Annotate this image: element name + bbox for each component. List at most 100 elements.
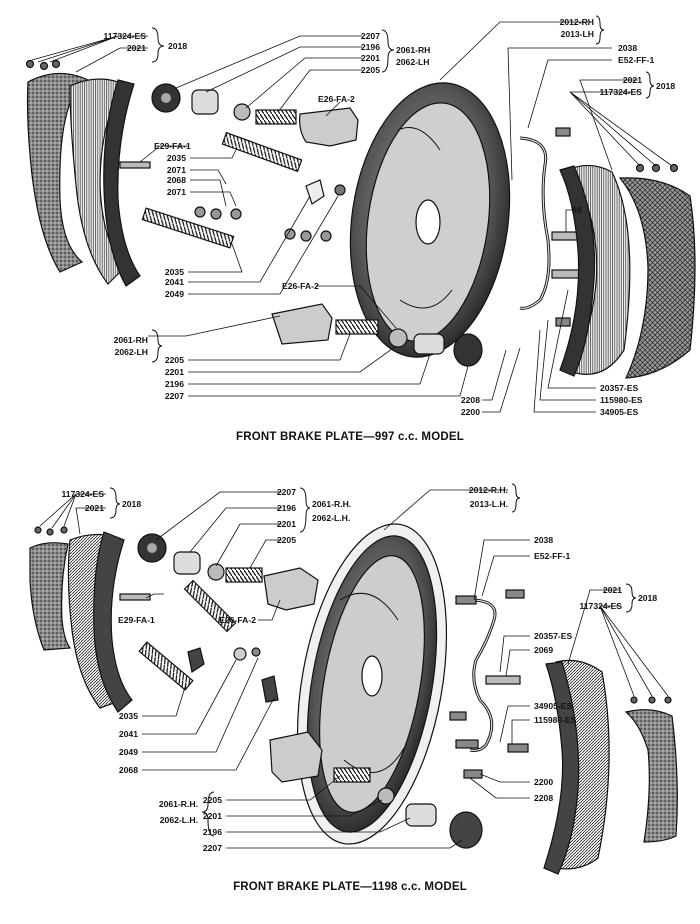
label-117324-es-2: 117324-ES — [61, 489, 104, 499]
adjuster-2041 — [305, 179, 325, 205]
wheel-cylinder-2061-2 — [263, 567, 319, 611]
shoe-web-right — [559, 165, 596, 377]
label-2207-2: 2207 — [277, 487, 296, 497]
label-2049: 2049 — [165, 289, 184, 299]
pin-e29 — [119, 161, 151, 169]
washer-lower — [388, 328, 408, 348]
spring-2205-lower — [335, 319, 379, 335]
label-115980-es-2: 115980-ES — [534, 715, 577, 725]
label-2071-top: 2071 — [167, 165, 186, 175]
leader-lines-1 — [31, 15, 673, 413]
label-2200-2: 2200 — [534, 777, 553, 787]
label-2049-2: 2049 — [119, 747, 138, 757]
label-2207: 2207 — [361, 31, 380, 41]
piston-2196-2 — [173, 551, 201, 575]
spring-2035-2b — [138, 641, 194, 691]
label-2068: 2068 — [167, 175, 186, 185]
pin-e29-2 — [119, 593, 151, 601]
label-2196-2: 2196 — [277, 503, 296, 513]
label-2205-lower: 2205 — [165, 355, 184, 365]
label-34905-es: 34905-ES — [600, 407, 638, 417]
bolts-right-2 — [449, 589, 529, 779]
brake-lining-right — [618, 177, 696, 379]
label-e26-fa-2: E26-FA-2 — [318, 94, 355, 104]
label-2021-right-2: 2021 — [603, 585, 622, 595]
label-2205: 2205 — [361, 65, 380, 75]
label-2041-2: 2041 — [119, 729, 138, 739]
label-2061-rh-2: 2061-R.H. — [312, 499, 351, 509]
label-2196: 2196 — [361, 42, 380, 52]
label-117324-es-right: 117324-ES — [599, 87, 642, 97]
brake-lining-right-2 — [624, 709, 678, 843]
label-2069-2: 2069 — [534, 645, 553, 655]
rivets-117324-2 — [34, 526, 68, 536]
spring-2205-2 — [225, 567, 263, 583]
label-2021: 2021 — [127, 43, 146, 53]
label-117324-es-right-2: 117324-ES — [579, 601, 622, 611]
label-2201-lower-2: 2201 — [203, 811, 222, 821]
label-2038-2: 2038 — [534, 535, 553, 545]
label-20357-es: 20357-ES — [600, 383, 638, 393]
label-2041: 2041 — [165, 277, 184, 287]
labels-2: 117324-ES 2021 2018 2207 2196 2201 2205 … — [61, 485, 657, 853]
label-e52-ff-1-2: E52-FF-1 — [534, 551, 571, 561]
spring-2035-top — [221, 131, 303, 173]
label-34905-es-2: 34905-ES — [534, 701, 572, 711]
label-2062-lh: 2062-LH — [396, 57, 429, 67]
label-2018-right-2: 2018 — [638, 593, 657, 603]
label-20357-es-2: 20357-ES — [534, 631, 572, 641]
label-2205-2: 2205 — [277, 535, 296, 545]
seal-lower — [453, 333, 483, 367]
leader-lines-2 — [39, 483, 669, 849]
label-2196-lower: 2196 — [165, 379, 184, 389]
caption-1198cc: FRONT BRAKE PLATE—1198 c.c. MODEL — [233, 881, 467, 893]
piston-2196 — [191, 89, 219, 115]
wheel-cylinder-lower-2 — [269, 731, 323, 783]
label-2068-2: 2068 — [119, 765, 138, 775]
brake-shoe-right — [567, 164, 631, 375]
clip-2049 — [334, 184, 346, 196]
label-2201-lower: 2201 — [165, 367, 184, 377]
label-2018: 2018 — [168, 41, 187, 51]
spring-2035-2a — [183, 579, 237, 633]
label-2013-lh: 2013-LH — [561, 29, 594, 39]
label-2035-top: 2035 — [167, 153, 186, 163]
label-2021-2: 2021 — [85, 503, 104, 513]
label-e26-fa-2-lower: E26-FA-2 — [282, 281, 319, 291]
clip-2068-2 — [187, 647, 205, 673]
rivets-right — [635, 163, 679, 173]
label-2018-right: 2018 — [656, 81, 675, 91]
diagram-997cc: 117324-ES 2021 2018 2207 2196 2201 2205 … — [25, 15, 696, 443]
bolts-right — [551, 127, 583, 327]
label-2200: 2200 — [461, 407, 480, 417]
label-2061-rh-lower: 2061-RH — [114, 335, 148, 345]
shoe-web-right-2 — [543, 661, 580, 875]
label-2012-rh-2: 2012-R.H. — [469, 485, 508, 495]
label-e26-fa-2-2: E26-FA-2 — [219, 615, 256, 625]
label-e29-fa-1-2: E29-FA-1 — [118, 615, 155, 625]
label-2021-right: 2021 — [623, 75, 642, 85]
label-2013-lh-2: 2013-L.H. — [470, 499, 508, 509]
label-2196-lower-2: 2196 — [203, 827, 222, 837]
label-2201-2: 2201 — [277, 519, 296, 529]
label-2035-bottom: 2035 — [165, 267, 184, 277]
washer-lower-2 — [377, 787, 395, 805]
label-117324-es: 117324-ES — [103, 31, 146, 41]
label-2071-bottom: 2071 — [167, 187, 186, 197]
labels-1: 117324-ES 2021 2018 2207 2196 2201 2205 … — [103, 17, 675, 417]
piston-lower — [413, 333, 445, 355]
adjuster-2041-2 — [233, 647, 247, 661]
label-2207-lower: 2207 — [165, 391, 184, 401]
shoe-web-left-2 — [93, 531, 133, 713]
label-2201: 2201 — [361, 53, 380, 63]
label-115980-es: 115980-ES — [600, 395, 643, 405]
label-2038: 2038 — [618, 43, 637, 53]
wheel-cylinder-2061 — [299, 107, 359, 147]
rivets-right-2 — [630, 696, 672, 704]
label-2035-2: 2035 — [119, 711, 138, 721]
label-2061-rh-lower-2: 2061-R.H. — [159, 799, 198, 809]
label-2018-2: 2018 — [122, 499, 141, 509]
label-2205-lower-2: 2205 — [203, 795, 222, 805]
